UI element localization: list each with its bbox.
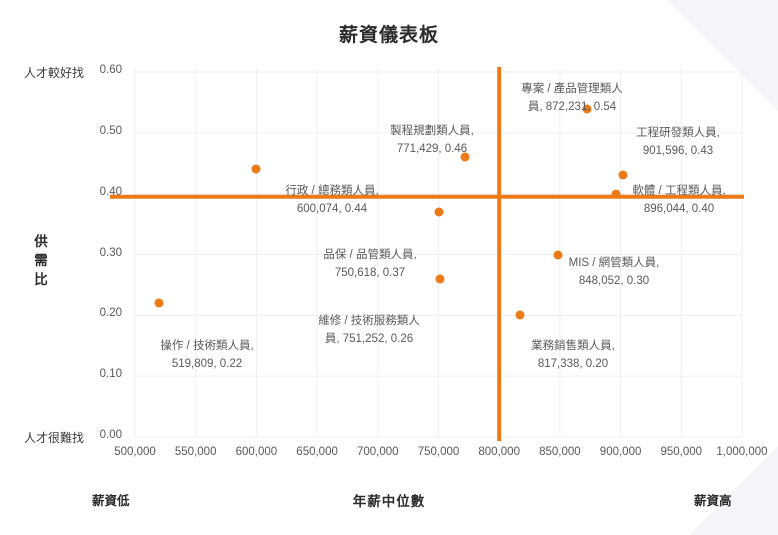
y-tick-label: 0.30 [99,246,122,259]
data-point-marker[interactable] [251,164,261,174]
data-point-label-line: 專案 / 產品管理類人 [521,83,623,95]
y-axis-title-char: 比 [34,272,48,287]
data-point-label: 專案 / 產品管理類人員, 872,231, 0.54 [496,80,648,116]
data-point-label-line: 軟體 / 工程類人員, [632,185,726,197]
data-point-label-line: 600,074, 0.44 [296,203,368,215]
data-point-label-line: 519,809, 0.22 [171,358,243,370]
x-tick-label: 950,000 [660,446,703,458]
data-point-label-line: 896,044, 0.40 [643,203,715,215]
data-point-marker[interactable] [154,298,164,308]
data-point-label-line: MIS / 網管類人員, [568,257,660,269]
x-tick-label: 500,000 [114,446,156,458]
data-point-label-line: 848,052, 0.30 [578,275,650,287]
annotation-talent-hard: 人才很難找 [24,431,85,445]
data-point-label: 品保 / 品管類人員, 750,618, 0.37 [296,246,444,282]
page-title: 薪資儀表板 [338,25,439,46]
y-axis-title-char: 需 [34,253,48,268]
x-tick-label: 600,000 [235,446,278,458]
data-point-label: 業務銷售類人員, 817,338, 0.20 [498,337,648,373]
data-point-label-line: 操作 / 技術類人員, [160,340,254,352]
data-point-label-line: 817,338, 0.20 [537,358,609,370]
data-point-label-line: 員, 751,252, 0.26 [324,333,414,345]
reference-lines [110,67,744,441]
data-point-label-line: 771,429, 0.46 [396,143,468,155]
x-tick-label: 700,000 [357,446,399,458]
y-tick-label: 0.50 [99,124,122,137]
data-point-marker[interactable] [460,152,469,162]
annotation-salary-low: 薪資低 [92,494,130,508]
x-tick-label: 650,000 [296,446,338,458]
data-point-marker[interactable] [582,104,592,113]
y-axis-title-char: 供 [34,234,48,249]
y-tick-label: 0.20 [99,307,122,320]
y-axis-title: 供需比 [30,232,52,289]
data-point-label-line: 工程研發類人員, [636,127,720,139]
data-point-label-line: 750,618, 0.37 [334,267,406,279]
x-tick-label: 550,000 [174,446,217,458]
x-tick-label: 800,000 [478,446,520,458]
data-point-label-line: 業務銷售類人員, [531,340,615,352]
data-point-label-line: 員, 872,231, 0.54 [527,101,617,113]
data-point-label-line: 品保 / 品管類人員, [323,249,417,261]
x-axis-title: 年薪中位數 [352,494,426,509]
data-point-label: 工程研發類人員, 901,596, 0.43 [604,124,752,160]
data-point-label-line: 行政 / 總務類人員, [285,185,379,197]
data-point-label: 維修 / 技術服務類人員, 751,252, 0.26 [292,312,446,348]
data-point-marker[interactable] [618,170,628,180]
data-point-label: 行政 / 總務類人員, 600,074, 0.44 [256,182,408,218]
y-tick-label: 0.60 [99,64,122,76]
data-point-marker[interactable] [515,310,525,320]
annotation-salary-high: 薪資高 [694,494,732,508]
y-tick-label: 0.10 [99,368,122,381]
data-point-label: MIS / 網管類人員, 848,052, 0.30 [540,254,688,290]
data-point-label-line: 901,596, 0.43 [642,145,714,157]
y-tick-label: 0.00 [99,429,122,441]
data-point-label-line: 製程規劃類人員, [390,125,474,137]
data-point-label: 製程規劃類人員, 771,429, 0.46 [362,122,502,158]
x-tick-label: 750,000 [417,446,460,458]
x-tick-label: 900,000 [599,446,642,458]
x-tick-label: 850,000 [539,446,581,458]
data-point-marker[interactable] [553,250,563,259]
data-point-marker[interactable] [435,274,445,284]
data-point-label: 操作 / 技術類人員, 519,809, 0.22 [132,337,282,373]
x-tick-label: 1,000,000 [716,446,768,458]
data-point-marker[interactable] [611,189,621,199]
data-point-marker[interactable] [434,207,444,217]
data-point-label: 軟體 / 工程類人員, 896,044, 0.40 [604,182,754,218]
y-tick-label: 0.40 [99,185,122,198]
annotation-talent-easy: 人才較好找 [24,66,85,80]
data-point-label-line: 維修 / 技術服務類人 [318,315,420,327]
